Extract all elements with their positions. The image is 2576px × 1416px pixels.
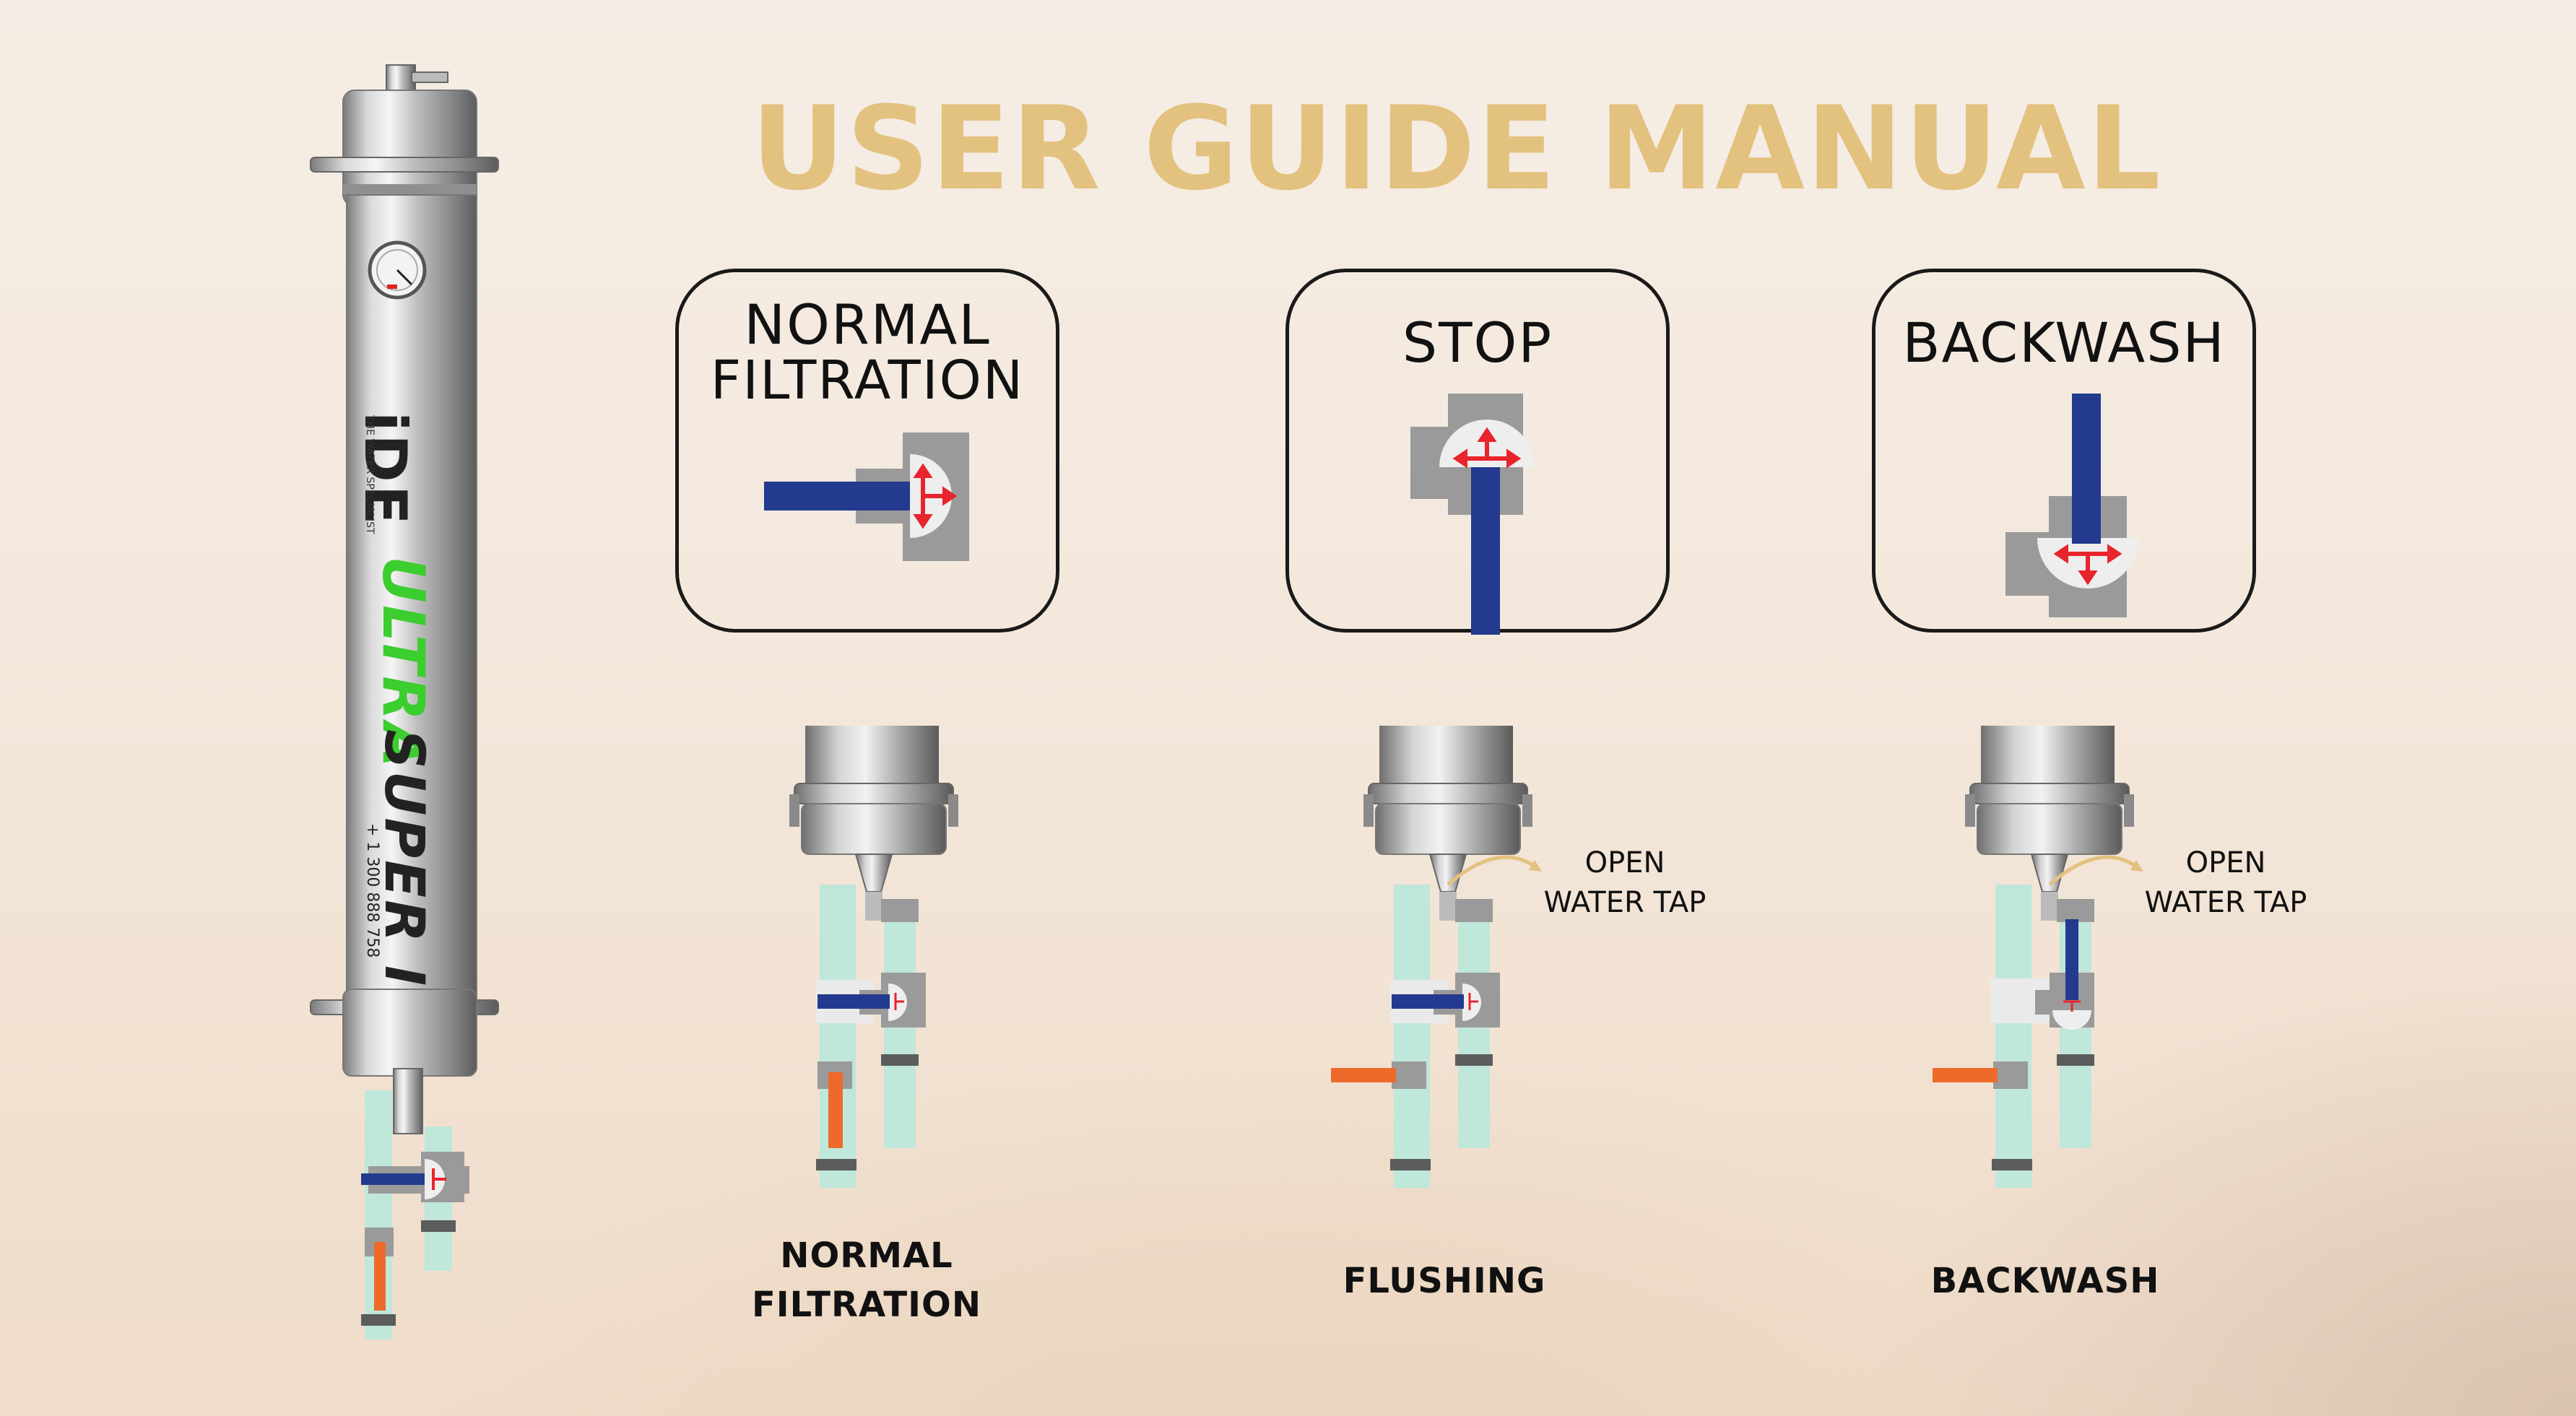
step-normal-label: NORMAL FILTRATION [752, 1235, 981, 1325]
step-normal-diagram [789, 726, 958, 1188]
valve-state-normal-label-2: FILTRATION [710, 349, 1025, 412]
page-title: USER GUIDE MANUAL [751, 81, 2162, 216]
product-phone: + 1 300 888 758 [363, 823, 381, 958]
step-backwash-label: BACKWASH [1930, 1261, 2160, 1301]
valve-state-stop-label: STOP [1402, 310, 1553, 375]
product-brand-sub: THE WATER SPECIALIST [364, 415, 376, 534]
step-flushing-diagram [1331, 726, 1542, 1188]
valve-icon-normal [764, 433, 969, 561]
step-flushing-label: FLUSHING [1343, 1261, 1546, 1301]
valve-icon-backwash [2005, 394, 2138, 617]
valve-state-normal-box: NORMAL FILTRATION [675, 269, 1059, 633]
step-flushing-tap-label: OPEN WATER TAP [1543, 846, 1707, 919]
step-backwash-diagram [1933, 726, 2143, 1188]
valve-state-backwash-box: BACKWASH [1872, 269, 2256, 633]
flow-arrows [913, 463, 958, 529]
valve-icon-stop [1410, 394, 1535, 635]
product-brand: iDE [352, 412, 419, 528]
step-backwash-tap-label: OPEN WATER TAP [2144, 846, 2307, 919]
valve-state-stop-box: STOP [1285, 269, 1670, 635]
filter-product-image [310, 64, 499, 1339]
product-model-super: SUPER I [373, 729, 437, 989]
valve-state-normal-label: NORMAL [744, 292, 991, 357]
valve-state-backwash-label: BACKWASH [1902, 310, 2226, 375]
